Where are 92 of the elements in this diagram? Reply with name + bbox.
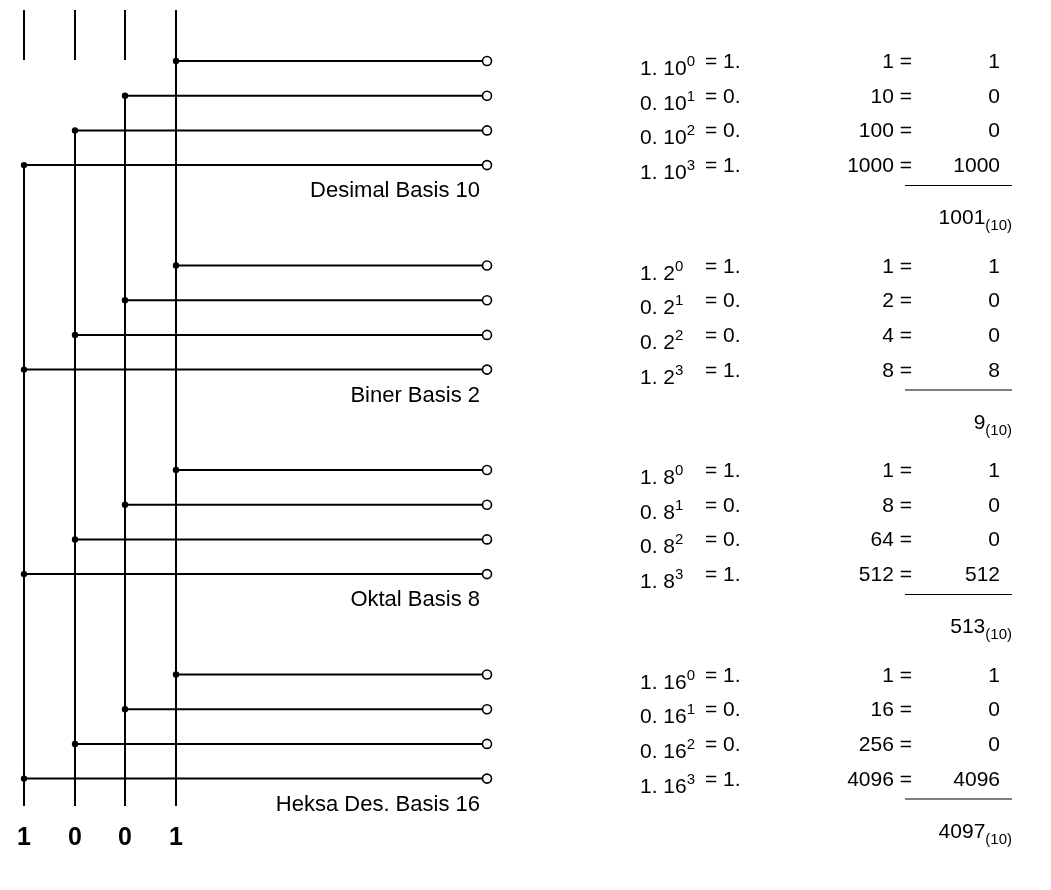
power-term: 0. 16$^{1}$ [640,699,696,723]
terminal-circle [481,90,493,101]
power-term: 1. 8$^{0}$ [640,460,684,483]
terminal-circle [481,773,493,784]
terminal-circle [481,55,493,67]
power-term: 0. 10$^{1}$ [640,85,696,109]
power-term: 1. 16$^{3}$ [640,768,696,792]
bit-digit: 1 [164,806,188,854]
terminal-circle [481,703,493,715]
digit-product: = 1. [705,252,741,279]
terminal-circle [481,568,493,580]
row-result: 8 [988,356,1000,383]
power-term: 0. 8$^{1}$ [640,494,684,518]
digit-product: = 1. [705,561,741,588]
digit-product: = 1. [705,356,741,383]
place-value: 8 = [882,356,912,383]
terminal-circle [481,329,493,341]
place-value: 1 = [882,661,912,688]
place-value: 512 = [858,561,912,588]
wire [124,708,484,807]
place-value: 1 = [882,48,912,74]
row-result: 1 [988,661,1000,688]
digit-product: = 1. [705,457,741,483]
digit-product: = 1. [705,661,741,688]
place-value: 8 = [882,491,912,518]
row-result: 0 [988,526,1000,553]
terminal-circle [481,669,493,680]
row-result: 0 [988,696,1000,723]
place-value: 16 = [870,696,912,723]
place-value: 10 = [870,82,912,109]
place-value: 4096 = [847,765,912,792]
digit-product: = 0. [705,730,741,757]
power-term: 1. 8$^{3}$ [640,564,684,588]
power-term: 0. 16$^{2}$ [640,733,696,757]
power-term: 0. 10$^{2}$ [640,120,696,144]
place-value: 1 = [882,252,912,279]
power-term: 1. 10$^{0}$ [640,51,696,74]
terminal-circle [481,294,493,306]
row-result: 0 [988,287,1000,314]
place-value: 1000 = [847,152,912,179]
digit-product: = 0. [705,491,741,518]
row-result: 0 [988,321,1000,348]
power-term: 1. 2$^{3}$ [640,359,684,383]
row-result: 0 [988,491,1000,518]
row-result: 4096 [953,765,1000,792]
terminal-circle [481,464,493,476]
power-term: 1. 2$^{0}$ [640,255,684,279]
base-caption: Desimal Basis 10 [310,177,480,203]
base-caption: Heksa Des. Basis 16 [275,790,480,817]
row-result: 0 [988,730,1000,757]
terminal-circle [481,499,493,510]
terminal-circle [481,738,493,750]
place-value: 4 = [882,321,912,348]
bit-digit: 1 [12,806,36,854]
wire [74,742,484,807]
digit-product: = 1. [705,48,741,74]
power-term: 0. 8$^{2}$ [640,529,684,553]
place-value: 256 = [858,730,912,757]
bit-digit: 0 [113,806,137,854]
terminal-circle [481,364,493,375]
terminal-circle [481,260,493,271]
digit-product: = 0. [705,287,741,314]
row-result: 512 [964,561,1000,588]
power-term: 1. 10$^{3}$ [640,155,696,179]
digit-product: = 0. [705,82,741,109]
digit-product: = 0. [705,526,741,553]
wire [23,777,484,807]
place-value: 1 = [882,457,912,483]
row-result: 0 [988,117,1000,144]
base-caption: Biner Basis 2 [350,381,480,408]
place-value: 64 = [870,526,912,553]
terminal-circle [481,534,493,545]
power-term: 1. 16$^{0}$ [640,664,696,688]
power-term: 0. 2$^{2}$ [640,324,684,348]
place-value: 100 = [858,117,912,144]
row-result: 1 [988,457,1000,483]
bit-digit: 0 [63,806,87,854]
terminal-circle [481,125,493,136]
power-term: 0. 2$^{1}$ [640,290,684,314]
digit-product: = 1. [705,765,741,792]
digit-product: = 1. [705,152,741,179]
row-result: 1 [988,252,1000,279]
digit-product: = 0. [705,696,741,723]
terminal-circle [481,159,493,171]
wire [175,673,484,807]
place-value: 2 = [882,287,912,314]
digit-product: = 0. [705,117,741,144]
row-result: 1000 [953,152,1000,179]
base-caption: Oktal Basis 8 [350,586,480,612]
row-result: 1 [988,48,1000,74]
digit-product: = 0. [705,321,741,348]
row-result: 0 [988,82,1000,109]
